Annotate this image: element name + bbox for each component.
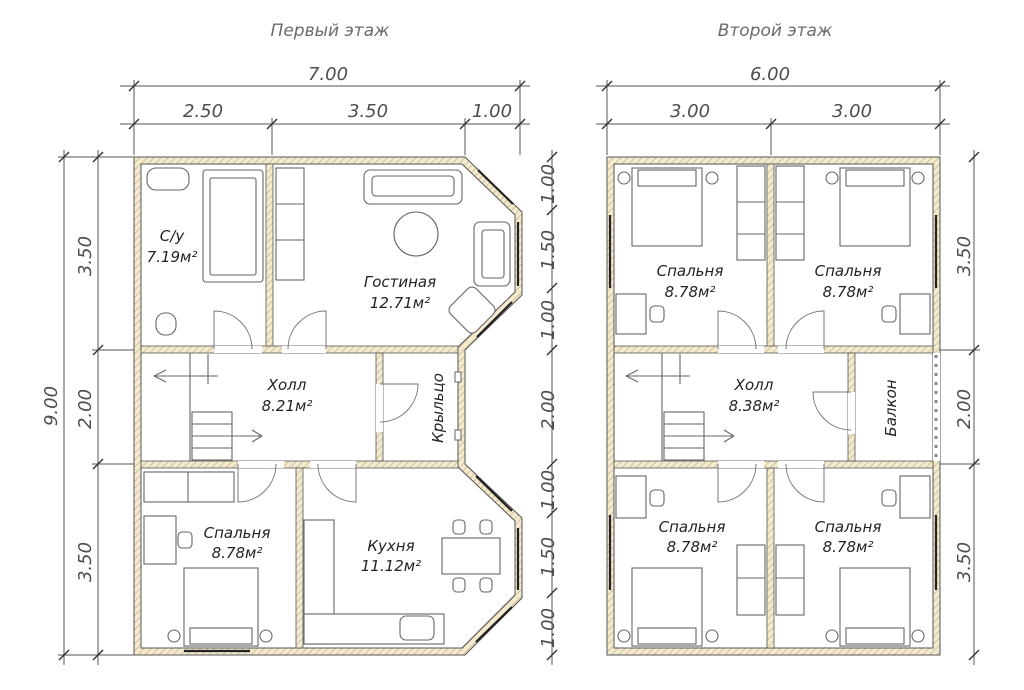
room-area-bedroom-2c: 8.78м² <box>667 538 718 556</box>
first-floor-overall-height: 9.00 <box>41 386 62 426</box>
second-floor-room-labels: Спальня 8.78м² Спальня 8.78м² Холл 8.38м… <box>657 262 900 556</box>
second-floor-walls <box>606 156 941 656</box>
second-floor-right-segment-1: 3.50 <box>954 236 975 276</box>
second-floor-furniture <box>615 165 931 647</box>
room-area-bedroom-1: 8.78м² <box>212 544 263 562</box>
first-floor-dimensions: 7.00 2.50 3.50 1.00 9.00 3.50 2.00 3.50 <box>41 64 559 665</box>
first-floor-right-segment-2: 1.50 <box>538 230 559 270</box>
first-floor-left-segment-2: 2.00 <box>75 389 96 429</box>
room-area-bedroom-2a: 8.78м² <box>665 283 716 301</box>
room-area-bedroom-2d: 8.78м² <box>823 538 874 556</box>
room-name-hall-2: Холл <box>734 376 774 394</box>
first-floor-width-segment-1: 2.50 <box>183 101 223 122</box>
room-name-bedroom-2c: Спальня <box>659 518 726 536</box>
first-floor-title: Первый этаж <box>271 21 391 41</box>
second-floor-right-segment-3: 3.50 <box>954 542 975 582</box>
room-name-porch: Крыльцо <box>429 373 447 443</box>
first-floor-right-segment-6: 1.50 <box>538 537 559 577</box>
room-name-balcony: Балкон <box>882 379 900 436</box>
second-floor-width-segment-1: 3.00 <box>670 101 710 122</box>
first-floor-right-segment-1: 1.00 <box>538 164 559 204</box>
second-floor-width-segment-2: 3.00 <box>832 101 872 122</box>
first-floor-right-segment-5: 1.00 <box>538 470 559 510</box>
second-floor-overall-width: 6.00 <box>750 64 790 85</box>
first-floor-room-labels: С/у 7.19м² Гостиная 12.71м² Холл 8.21м² … <box>147 227 447 575</box>
room-name-bedroom-2d: Спальня <box>815 518 882 536</box>
first-floor-width-segment-3: 1.00 <box>472 101 512 122</box>
first-floor-furniture <box>143 167 511 647</box>
room-area-bedroom-2b: 8.78м² <box>823 283 874 301</box>
first-floor-right-segment-4: 2.00 <box>538 390 559 430</box>
room-area-hall-2: 8.38м² <box>729 397 780 415</box>
room-area-hall-1: 8.21м² <box>262 397 313 415</box>
second-floor-title: Второй этаж <box>718 21 833 41</box>
first-floor-right-segment-7: 1.00 <box>538 608 559 648</box>
second-floor-right-segment-2: 2.00 <box>954 389 975 429</box>
room-name-bedroom-1: Спальня <box>204 524 271 542</box>
room-name-living: Гостиная <box>364 273 436 291</box>
room-area-kitchen: 11.12м² <box>361 557 421 575</box>
first-floor-walls <box>133 156 523 656</box>
room-name-kitchen: Кухня <box>367 537 414 555</box>
room-area-living: 12.71м² <box>370 294 430 312</box>
room-name-bathroom: С/у <box>160 227 186 245</box>
room-area-bathroom: 7.19м² <box>147 248 198 266</box>
room-name-bedroom-2b: Спальня <box>815 262 882 280</box>
room-name-hall-1: Холл <box>267 376 307 394</box>
first-floor-left-segment-1: 3.50 <box>75 236 96 276</box>
first-floor-right-segment-3: 1.00 <box>538 300 559 340</box>
room-name-bedroom-2a: Спальня <box>657 262 724 280</box>
first-floor-width-segment-2: 3.50 <box>348 101 388 122</box>
first-floor-overall-width: 7.00 <box>308 64 348 85</box>
second-floor-dimensions: 6.00 3.00 3.00 3.50 2.00 3.50 <box>596 64 980 665</box>
first-floor-left-segment-3: 3.50 <box>75 542 96 582</box>
